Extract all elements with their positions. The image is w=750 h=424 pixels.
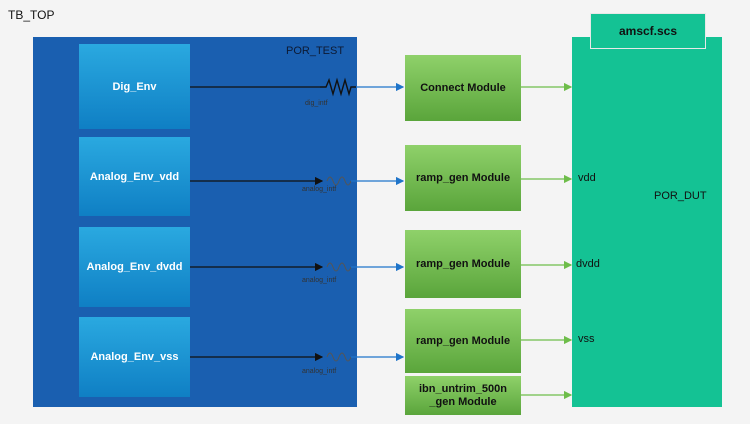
ramp-gen-module-vdd: ramp_gen Module	[405, 145, 521, 211]
intf-label-vdd: analog_intf	[302, 186, 337, 193]
intf-label-dig: dig_intf	[305, 100, 328, 107]
por-test-label: POR_TEST	[286, 45, 345, 57]
ramp-gen-module-vss: ramp_gen Module	[405, 309, 521, 373]
intf-label-dvdd: analog_intf	[302, 277, 337, 284]
env-analog-vdd: Analog_Env_vdd	[79, 137, 190, 216]
pin-dvdd: dvdd	[576, 258, 600, 270]
env-analog-dvdd: Analog_Env_dvdd	[79, 227, 190, 307]
dig-intf-resistor-icon	[320, 77, 356, 97]
analog-intf-wave-icon-vdd	[326, 176, 352, 186]
env-analog-vss: Analog_Env_vss	[79, 317, 190, 397]
intf-label-vss: analog_intf	[302, 368, 337, 375]
analog-intf-wave-icon-vss	[326, 352, 352, 362]
ramp-gen-module-dvdd: ramp_gen Module	[405, 230, 521, 298]
por-dut-block	[572, 37, 722, 407]
amscf-scs-block: amscf.scs	[590, 13, 706, 49]
por-dut-label: POR_DUT	[654, 190, 707, 202]
ibn-untrim-module: ibn_untrim_500n _gen Module	[405, 376, 521, 415]
pin-vdd: vdd	[578, 172, 596, 184]
env-dig: Dig_Env	[79, 44, 190, 129]
analog-intf-wave-icon-dvdd	[326, 262, 352, 272]
tb-top-label: TB_TOP	[8, 8, 55, 22]
connect-module: Connect Module	[405, 55, 521, 121]
pin-vss: vss	[578, 333, 595, 345]
